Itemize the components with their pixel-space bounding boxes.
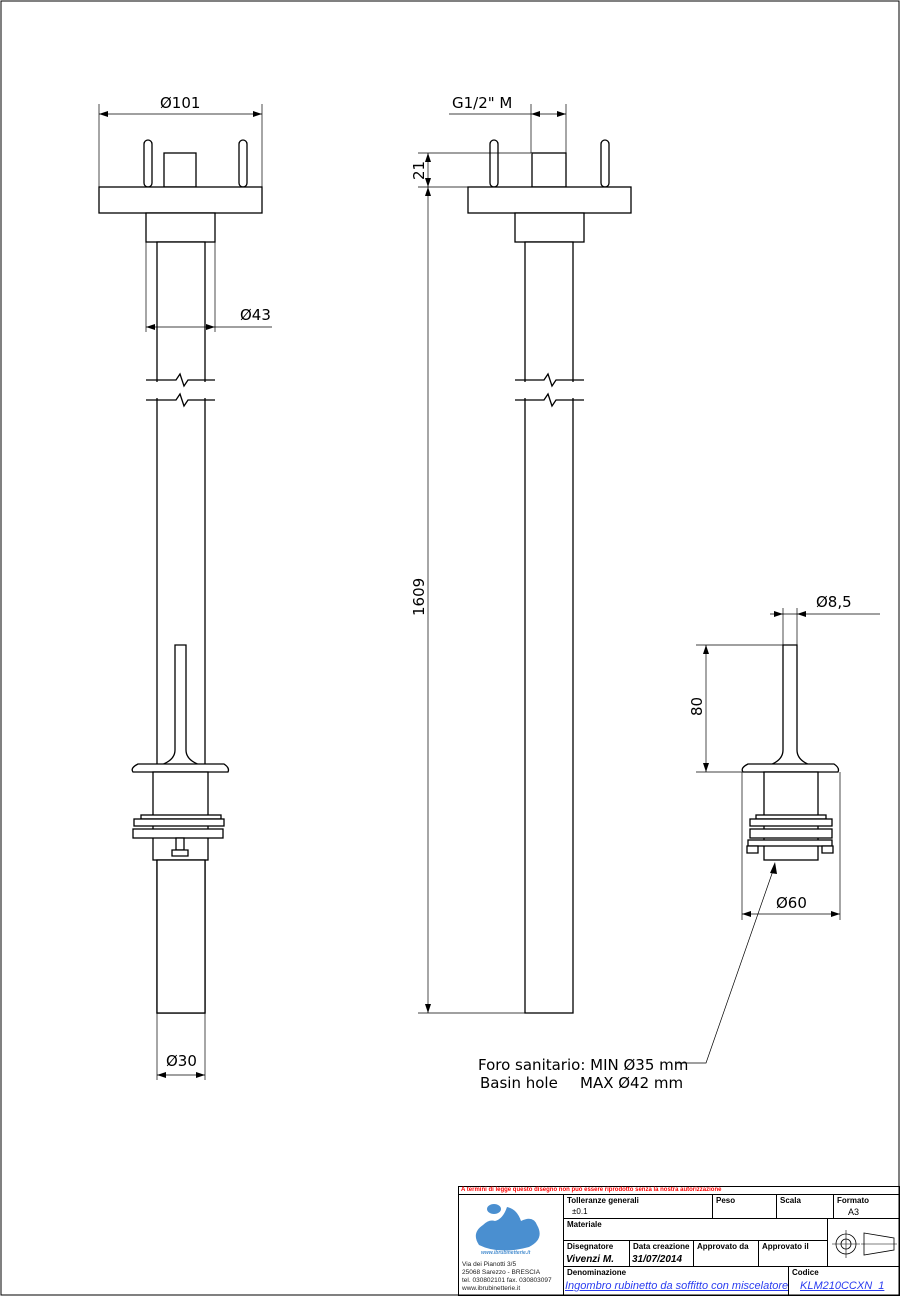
creation-date-label: Data creazione [633, 1242, 690, 1251]
copyright-warning: A termini di legge questo disegno non pu… [461, 1187, 722, 1193]
approved-by-cell: Approvato da [693, 1240, 759, 1267]
basin-hole-note-line1: Foro sanitario: MIN Ø35 mm [478, 1056, 688, 1074]
dim-diameter-8-5: Ø8,5 [816, 593, 852, 611]
tolerances-label: Tolleranze generali [567, 1196, 639, 1205]
denomination-cell: Denominazione Ingombro rubinetto da soff… [563, 1266, 789, 1296]
denomination-value: Ingombro rubinetto da soffitto con misce… [565, 1280, 789, 1292]
drawer-value: Vivenzi M. [566, 1254, 614, 1265]
code-value: KLM210CCXN_1 [800, 1280, 885, 1292]
dim-diameter-43: Ø43 [240, 306, 271, 324]
company-address: Via dei Pianotti 3/5 25068 Sarezzo - BRE… [462, 1261, 552, 1293]
dim-height-80: 80 [688, 697, 706, 716]
drawer-label: Disegnatore [567, 1242, 614, 1251]
dim-diameter-60: Ø60 [776, 894, 807, 912]
dim-height-21: 21 [410, 161, 428, 180]
format-value: A3 [848, 1207, 860, 1217]
weight-cell: Peso [712, 1194, 777, 1219]
address-line: Via dei Pianotti 3/5 [462, 1261, 517, 1268]
approved-by-label: Approvato da [697, 1242, 749, 1251]
dim-diameter-101: Ø101 [160, 94, 200, 112]
approved-on-cell: Approvato il [758, 1240, 828, 1267]
scale-cell: Scala [776, 1194, 834, 1219]
front-view: Ø101 Ø43 Ø30 [98, 94, 272, 1080]
weight-label: Peso [716, 1196, 736, 1205]
company-logo [475, 1204, 540, 1251]
basin-hole-note-max: MAX Ø42 mm [580, 1074, 683, 1092]
format-cell: Formato A3 [833, 1194, 900, 1219]
material-cell: Materiale [563, 1218, 828, 1241]
tolerances-cell: Tolleranze generali ±0.1 [563, 1194, 713, 1219]
side-view: G1/2" M 21 1609 [410, 94, 632, 1014]
address-line: www.ibrubinetterie.it [462, 1285, 521, 1292]
code-label: Codice [792, 1268, 819, 1277]
address-line: tel. 030802101 fax. 030803097 [462, 1277, 552, 1284]
denomination-label: Denominazione [567, 1268, 627, 1277]
approved-on-label: Approvato il [762, 1242, 809, 1251]
logo-url: www.ibrubinetterie.it [481, 1250, 531, 1256]
logo-cell: www.ibrubinetterie.it Via dei Pianotti 3… [458, 1194, 564, 1296]
creation-date-value: 31/07/2014 [632, 1254, 683, 1265]
address-line: 25068 Sarezzo - BRESCIA [462, 1269, 541, 1276]
projection-symbol-cell [827, 1218, 900, 1267]
tolerances-value: ±0.1 [572, 1207, 588, 1216]
material-label: Materiale [567, 1220, 602, 1229]
dim-diameter-30: Ø30 [166, 1052, 197, 1070]
creation-date-cell: Data creazione 31/07/2014 [629, 1240, 694, 1267]
dim-height-1609: 1609 [410, 578, 428, 616]
basin-hole-note-label: Basin hole [480, 1074, 558, 1092]
mixer-detail-view: Ø8,5 80 Ø60 [676, 593, 880, 1064]
scale-label: Scala [780, 1196, 801, 1205]
dim-thread: G1/2" M [452, 94, 512, 112]
format-label: Formato [837, 1196, 869, 1205]
code-cell: Codice KLM210CCXN_1 [788, 1266, 900, 1296]
projection-symbol-icon [832, 1230, 897, 1258]
drawer-cell: Disegnatore Vivenzi M. [563, 1240, 630, 1267]
